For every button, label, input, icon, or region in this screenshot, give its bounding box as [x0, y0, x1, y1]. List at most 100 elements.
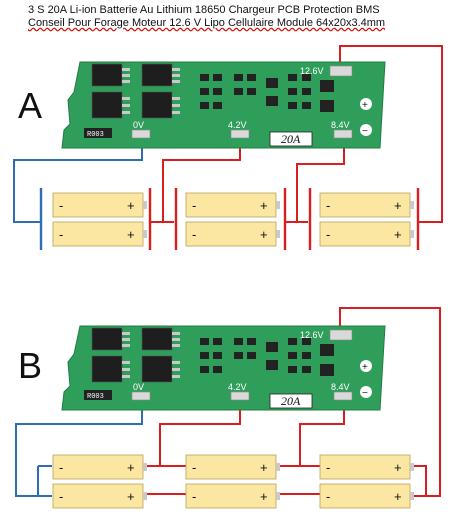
- svg-text:4.2V: 4.2V: [228, 382, 247, 392]
- plus-symbol-b: [360, 360, 372, 372]
- svg-text:8.4V: 8.4V: [331, 382, 350, 392]
- mosfet-b1: [91, 327, 123, 351]
- svg-text:+: +: [127, 489, 135, 504]
- mosfet-a1: [91, 63, 123, 87]
- cell-b3-bottom: - +: [319, 483, 414, 509]
- cell-b2-top: - +: [185, 454, 280, 480]
- cell-group-a1: - + - +: [39, 188, 152, 250]
- mosfet-a4: [141, 91, 173, 119]
- svg-text:+: +: [394, 460, 402, 475]
- svg-text:+: +: [260, 198, 268, 213]
- diagram-b-wires: [15, 307, 441, 497]
- svg-text:-: -: [192, 227, 196, 242]
- svg-text:-: -: [59, 460, 63, 475]
- svg-text:4.2V: 4.2V: [228, 120, 247, 130]
- cell-group-a2: - + - +: [174, 188, 287, 250]
- svg-text:0V: 0V: [133, 120, 144, 130]
- svg-text:-: -: [59, 489, 63, 504]
- pad-b-4v2: [230, 391, 250, 401]
- svg-text:-: -: [326, 227, 330, 242]
- svg-text:+: +: [260, 460, 268, 475]
- svg-text:+: +: [260, 227, 268, 242]
- shunt-resistor-a: [84, 128, 112, 138]
- mosfet-b2: [91, 355, 123, 383]
- pad-a-4v2: [230, 129, 250, 139]
- mosfet-b3: [141, 327, 173, 351]
- rating-box-b: [269, 393, 313, 409]
- svg-text:12.6V: 12.6V: [300, 66, 324, 76]
- svg-text:-: -: [59, 198, 63, 213]
- diagram-a-wires: [13, 45, 443, 223]
- product-title: 3 S 20A Li-ion Batterie Au Lithium 18650…: [28, 4, 428, 30]
- svg-text:+: +: [394, 227, 402, 242]
- cell-a1-top: - +: [52, 192, 147, 218]
- svg-text:-: -: [326, 489, 330, 504]
- svg-text:+: +: [362, 362, 368, 373]
- svg-text:+: +: [127, 460, 135, 475]
- svg-text:R003: R003: [87, 131, 104, 139]
- bms-board-a: R003 0V 4.2V 8.4V 12.6V 20A + −: [61, 61, 386, 149]
- svg-text:−: −: [362, 126, 368, 137]
- svg-text:-: -: [192, 460, 196, 475]
- svg-text:R003: R003: [87, 393, 104, 401]
- pad-a-b-minus: [131, 129, 151, 139]
- cell-a3-bottom: - +: [319, 221, 414, 247]
- cell-group-b1: - + - +: [52, 454, 147, 509]
- pad-b-12v6: [329, 329, 353, 341]
- cell-a1-bottom: - +: [52, 221, 147, 247]
- wire-b-neg-join: [37, 465, 52, 497]
- minus-symbol-a: [360, 124, 372, 136]
- cell-b1-bottom: - +: [52, 483, 147, 509]
- svg-text:-: -: [59, 227, 63, 242]
- svg-text:+: +: [127, 198, 135, 213]
- svg-text:+: +: [127, 227, 135, 242]
- svg-text:-: -: [326, 460, 330, 475]
- cell-a2-top: - +: [185, 192, 280, 218]
- svg-text:20A: 20A: [281, 132, 301, 146]
- minus-symbol-b: [360, 386, 372, 398]
- wire-a-8v4: [285, 135, 345, 223]
- svg-text:+: +: [260, 489, 268, 504]
- pad-b-8v4: [333, 391, 353, 401]
- wire-b-12v6: [339, 307, 441, 497]
- rating-box-a: [269, 131, 313, 147]
- svg-text:20A: 20A: [281, 394, 301, 408]
- title-line-2: Conseil Pour Forage Moteur 12.6 V Lipo C…: [28, 17, 386, 29]
- cell-b3-top: - +: [319, 454, 414, 480]
- svg-text:0V: 0V: [133, 382, 144, 392]
- mosfet-a3: [141, 63, 173, 87]
- wire-a-12v6: [339, 45, 443, 223]
- diagram-b: B - + - +: [15, 307, 441, 509]
- svg-text:-: -: [192, 198, 196, 213]
- diagram-a: A - + - +: [13, 45, 443, 250]
- cell-group-b2: - + - +: [185, 454, 280, 509]
- plus-symbol-a: [360, 98, 372, 110]
- cell-b1-top: - +: [52, 454, 147, 480]
- wire-a-4v2: [150, 135, 241, 223]
- wire-b-b-minus: [15, 398, 143, 497]
- bms-board-b: R003 0V 4.2V 8.4V 12.6V 20A + −: [61, 325, 386, 411]
- wire-b-join-2: [280, 465, 320, 495]
- cell-group-b3: - + - +: [319, 454, 414, 509]
- mosfet-b4: [141, 355, 173, 383]
- wire-b-pos-join: [412, 465, 427, 496]
- svg-text:+: +: [362, 100, 368, 111]
- cell-a2-bottom: - +: [185, 221, 280, 247]
- cell-a3-top: - +: [319, 192, 414, 218]
- mosfet-a2: [91, 91, 123, 119]
- cell-group-a3: - + - +: [308, 188, 420, 250]
- svg-text:+: +: [394, 198, 402, 213]
- pad-b-b-minus: [131, 391, 151, 401]
- svg-text:-: -: [326, 198, 330, 213]
- wire-b-join-1: [146, 465, 186, 495]
- wire-a-b-minus: [13, 138, 143, 223]
- pad-a-12v6: [329, 65, 353, 77]
- diagram-b-letter: B: [18, 345, 42, 386]
- svg-text:+: +: [394, 489, 402, 504]
- shunt-resistor-b: [84, 390, 112, 400]
- svg-text:−: −: [362, 388, 368, 399]
- diagram-a-letter: A: [18, 85, 42, 126]
- svg-text:8.4V: 8.4V: [331, 120, 350, 130]
- pad-a-8v4: [333, 129, 353, 139]
